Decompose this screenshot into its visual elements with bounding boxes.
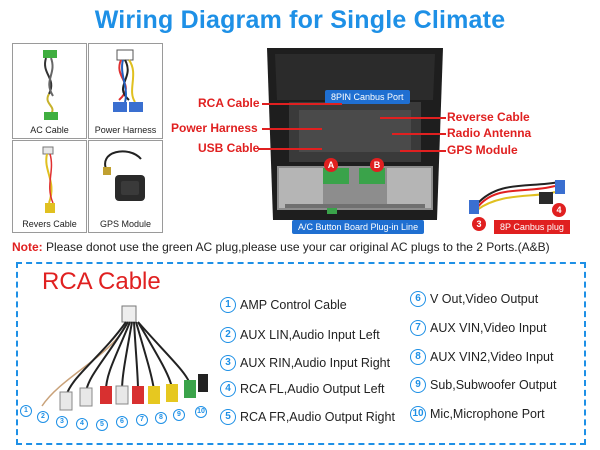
- callout-radio-antenna: Radio Antenna: [447, 126, 532, 140]
- thumb-label: AC Cable: [30, 125, 69, 135]
- head-unit-image: [267, 48, 443, 220]
- callout-leader: [380, 117, 446, 119]
- item-number: 2: [220, 327, 236, 343]
- item-text: Mic,Microphone Port: [430, 407, 545, 421]
- connector-number-8: 8: [155, 412, 167, 424]
- rca-cable-image: [41, 305, 208, 411]
- canbus-port-tag: 8PIN Canbus Port: [325, 90, 410, 104]
- thumb-label: Revers Cable: [22, 219, 77, 229]
- badge-3: 3: [472, 217, 486, 231]
- item-text: Sub,Subwoofer Output: [430, 378, 557, 392]
- item-number: 7: [410, 320, 426, 336]
- rca-item-5: 5 RCA FR,Audio Output Right: [220, 409, 395, 425]
- note-body: Please donot use the green AC plug,pleas…: [42, 240, 550, 254]
- callout-gps-module: GPS Module: [447, 143, 518, 157]
- callout-leader: [392, 133, 446, 135]
- item-text: RCA FL,Audio Output Left: [240, 382, 385, 396]
- rca-item-2: 2 AUX LIN,Audio Input Left: [220, 327, 380, 343]
- item-number: 4: [220, 381, 236, 397]
- badge-4: 4: [552, 203, 566, 217]
- item-number: 3: [220, 355, 236, 371]
- callout-leader: [262, 128, 322, 130]
- item-text: V Out,Video Output: [430, 292, 539, 306]
- gps-module-image: [103, 150, 145, 201]
- callout-usb-cable: USB Cable: [198, 141, 260, 155]
- callout-power-harness: Power Harness: [171, 121, 258, 135]
- note-label: Note:: [12, 240, 43, 254]
- item-text: AUX RIN,Audio Input Right: [240, 356, 391, 370]
- item-number: 5: [220, 409, 236, 425]
- rca-item-6: 6 V Out,Video Output: [410, 291, 538, 307]
- note-text: Note: Please donot use the green AC plug…: [12, 240, 550, 254]
- item-text: AUX VIN,Video Input: [430, 321, 547, 335]
- callout-rca-cable: RCA Cable: [198, 96, 260, 110]
- callout-leader: [258, 148, 322, 150]
- thumb-gps-module: GPS Module: [88, 140, 163, 233]
- rca-item-8: 8 AUX VIN2,Video Input: [410, 349, 553, 365]
- thumb-revers-cable: Revers Cable: [12, 140, 87, 233]
- callout-leader: [262, 103, 342, 105]
- thumb-label: Power Harness: [94, 125, 157, 135]
- ac-cable-image: [43, 50, 58, 120]
- rca-title: RCA Cable: [42, 268, 161, 295]
- connector-number-5: 5: [96, 419, 108, 431]
- item-text: AUX VIN2,Video Input: [430, 350, 554, 364]
- rca-item-3: 3 AUX RIN,Audio Input Right: [220, 355, 390, 371]
- revers-cable-image: [42, 146, 55, 213]
- connector-number-4: 4: [76, 418, 88, 430]
- thumb-label: GPS Module: [99, 219, 152, 229]
- rca-item-10: 10 Mic,Microphone Port: [410, 406, 545, 422]
- rca-item-1: 1 AMP Control Cable: [220, 297, 347, 313]
- thumb-ac-cable: AC Cable: [12, 43, 87, 139]
- connector-number-3: 3: [56, 416, 68, 428]
- callout-reverse-cable: Reverse Cable: [447, 110, 530, 124]
- callout-leader: [400, 150, 446, 152]
- item-number: 8: [410, 349, 426, 365]
- connector-number-1: 1: [20, 405, 32, 417]
- ac-button-tag: A/C Button Board Plug-in Line: [292, 220, 425, 234]
- connector-number-9: 9: [173, 409, 185, 421]
- item-number: 10: [410, 406, 426, 422]
- connector-number-7: 7: [136, 414, 148, 426]
- port-a-badge: A: [324, 158, 338, 172]
- page-title: Wiring Diagram for Single Climate: [94, 6, 506, 34]
- rca-item-9: 9 Sub,Subwoofer Output: [410, 377, 556, 393]
- rca-item-4: 4 RCA FL,Audio Output Left: [220, 381, 385, 397]
- power-harness-image: [113, 49, 143, 112]
- item-number: 6: [410, 291, 426, 307]
- item-number: 1: [220, 297, 236, 313]
- canbus-plug-cable: [469, 180, 565, 214]
- connector-number-2: 2: [37, 411, 49, 423]
- thumb-power-harness: Power Harness: [88, 43, 163, 139]
- item-number: 9: [410, 377, 426, 393]
- rca-item-7: 7 AUX VIN,Video Input: [410, 320, 547, 336]
- connector-number-6: 6: [116, 416, 128, 428]
- connector-number-10: 10: [195, 406, 207, 418]
- port-b-badge: B: [370, 158, 384, 172]
- item-text: AUX LIN,Audio Input Left: [240, 328, 380, 342]
- item-text: RCA FR,Audio Output Right: [240, 410, 395, 424]
- rca-section: [16, 262, 586, 445]
- canbus-plug-tag: 8P Canbus plug: [494, 220, 570, 234]
- item-text: AMP Control Cable: [240, 298, 347, 312]
